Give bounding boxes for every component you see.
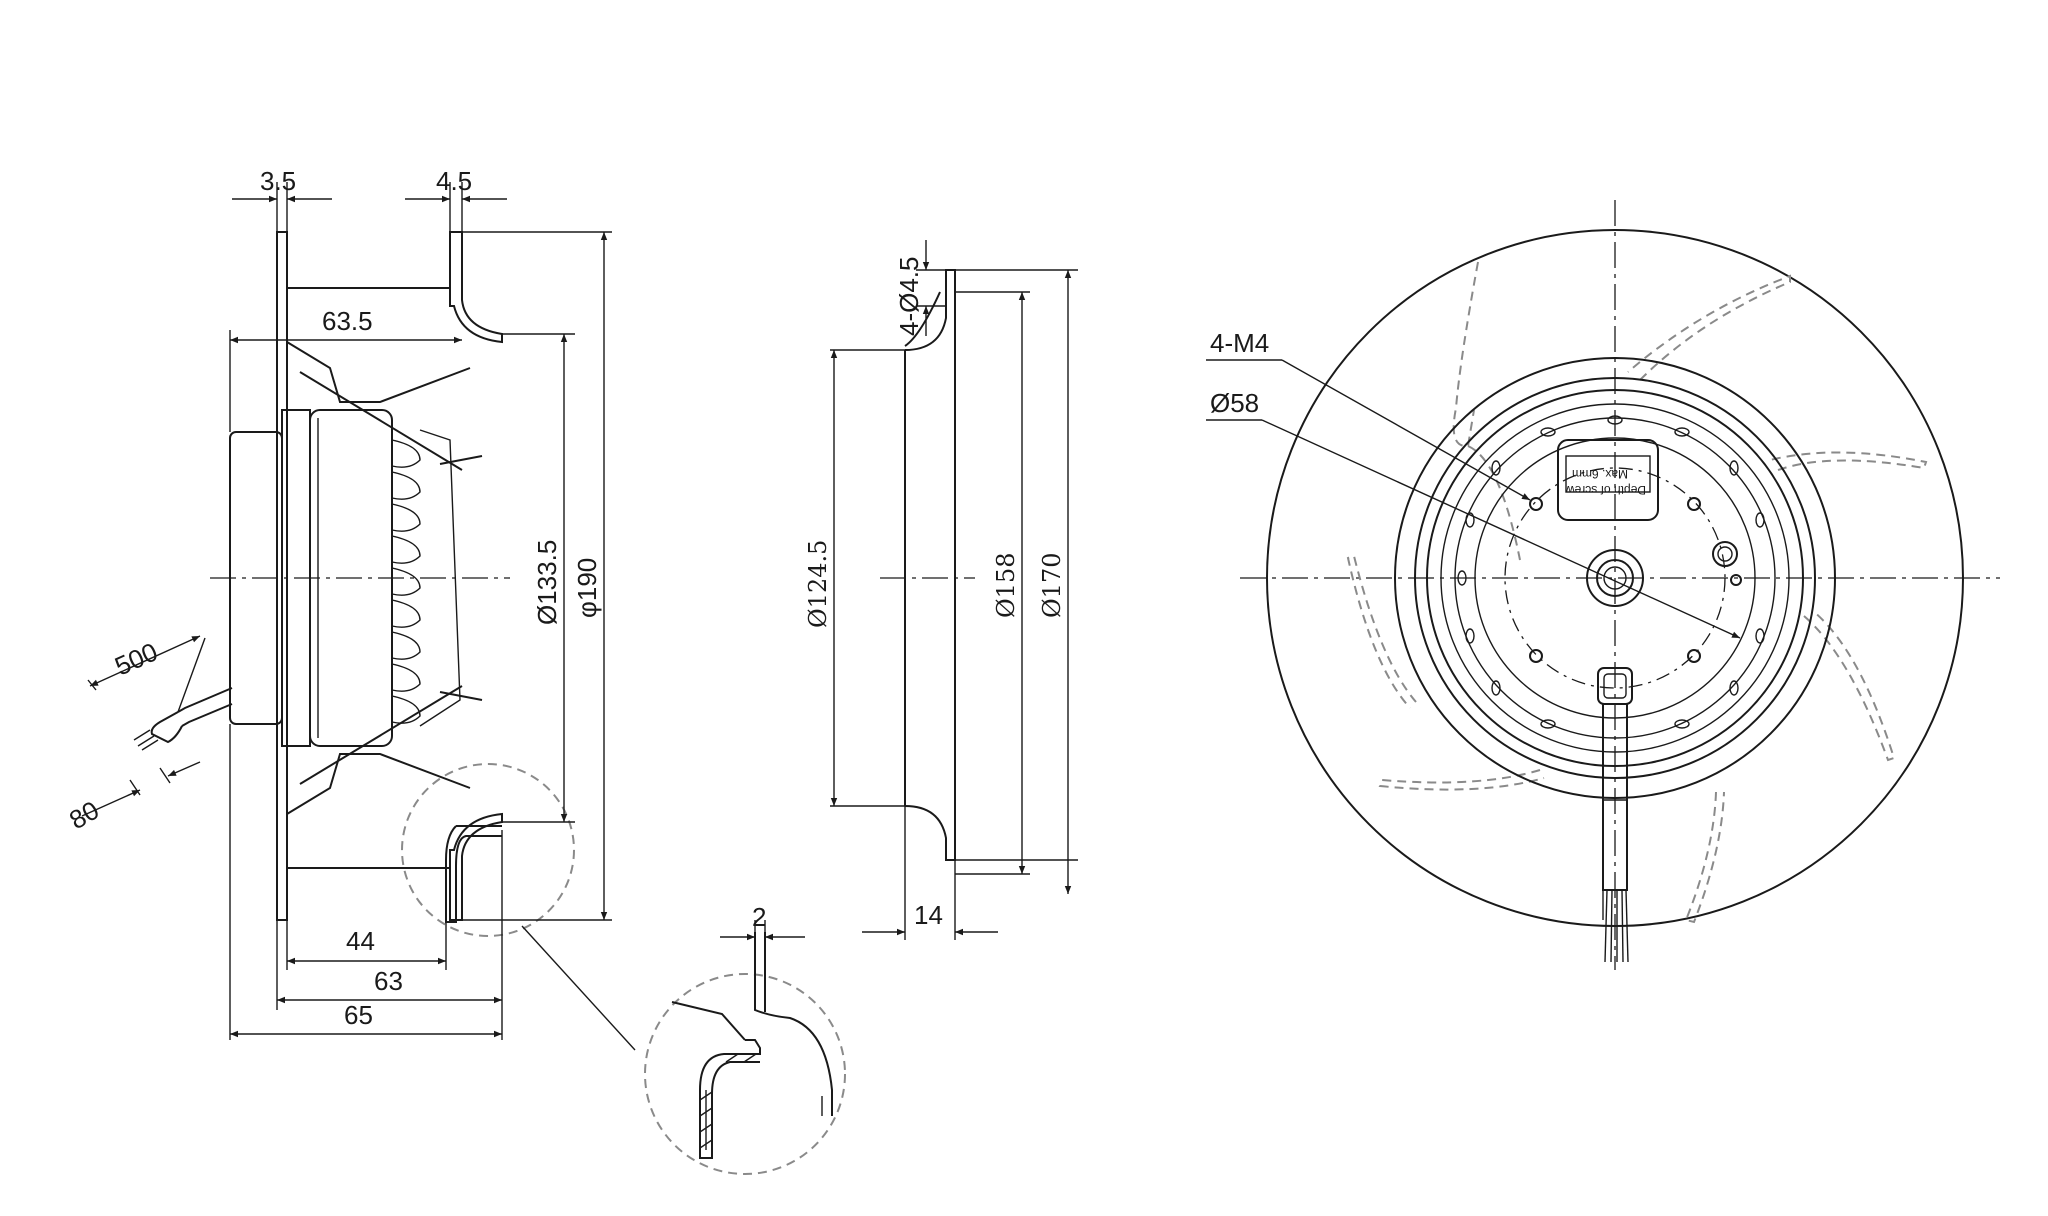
thread-callout: 4-M4 [1210, 328, 1269, 358]
label-max-depth: Max. 6mm [1572, 467, 1628, 481]
dim-motor-depth: 63.5 [322, 306, 373, 336]
dim-outer-diameter: φ190 [572, 558, 602, 618]
dim-inlet-diameter: Ø133.5 [532, 540, 562, 625]
detail-view: 2 [644, 902, 846, 1175]
dim-throat-diameter: Ø124.5 [804, 540, 832, 628]
side-view: 3.5 4.5 63.5 Ø133.5 φ190 500 80 [64, 166, 636, 1051]
dim-ring-depth: 14 [914, 900, 943, 930]
inlet-ring-view: Ø124.5 Ø158 Ø170 4-Ø4.5 14 [804, 240, 1078, 940]
dim-cable-strip: 80 [64, 795, 104, 835]
dim-detail-thickness: 2 [752, 902, 766, 932]
front-view: Depth of screw Max. 6mm [1206, 200, 2000, 970]
bolt-circle-callout: Ø58 [1210, 388, 1259, 418]
dim-wheel-total: 63 [374, 966, 403, 996]
dim-cable-length: 500 [110, 636, 162, 681]
dim-ring-thickness: 4.5 [436, 166, 472, 196]
dim-flange-inner-diameter: Ø158 [992, 553, 1020, 618]
dim-mount-holes: 4-Ø4.5 [894, 257, 924, 337]
label-depth-of-screw: Depth of screw [1566, 483, 1646, 497]
dim-wheel-depth: 44 [346, 926, 375, 956]
dim-flange-thickness: 3.5 [260, 166, 296, 196]
dim-flange-outer-diameter: Ø170 [1038, 553, 1066, 618]
dim-overall-depth: 65 [344, 1000, 373, 1030]
